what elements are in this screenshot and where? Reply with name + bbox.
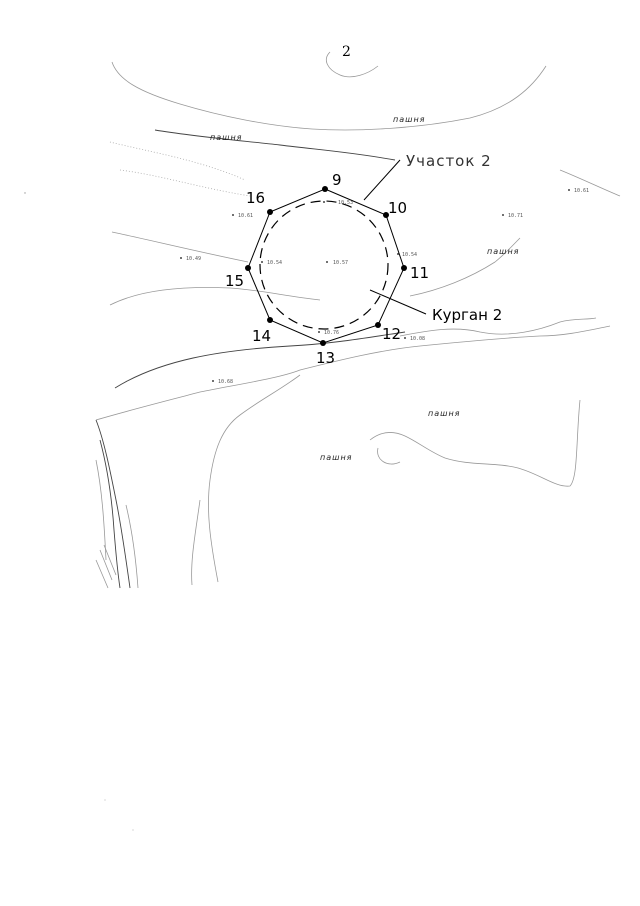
boundary-vertices <box>245 186 407 346</box>
contour-line <box>95 345 421 421</box>
kurgan-leader-line <box>369 289 427 315</box>
contour-line <box>208 374 301 583</box>
vertex-point-9 <box>322 186 328 192</box>
area-label: Участок 2 <box>406 152 492 170</box>
contour-line <box>191 499 201 586</box>
contour-line <box>559 169 621 197</box>
field-label: пашня <box>428 409 461 418</box>
vertex-point-15 <box>245 265 251 271</box>
contour-line <box>399 317 597 337</box>
area-leader-line <box>363 159 401 201</box>
contour-line <box>125 504 139 589</box>
elevation-value: 10.61 <box>574 188 589 194</box>
page-number: 2 <box>342 44 351 60</box>
vertex-label-14: 14 <box>252 327 271 345</box>
elevation-value: 10.68 <box>218 379 233 385</box>
contour-line <box>369 399 581 487</box>
contour-line <box>95 544 117 589</box>
contour-line <box>95 459 107 561</box>
field-label: пашня <box>210 133 243 142</box>
contour-line <box>111 61 547 131</box>
vertex-label-16: 16 <box>246 189 265 207</box>
field-label: пашня <box>320 453 353 462</box>
vertex-point-16 <box>267 209 273 215</box>
elevation-value: 10.71 <box>508 213 523 219</box>
vertex-point-14 <box>267 317 273 323</box>
terrain-contours <box>95 51 621 589</box>
elevation-mark: 10.54 <box>261 260 282 266</box>
elevation-value: 10.54 <box>267 260 282 266</box>
kurgan-boundary <box>259 200 389 330</box>
field-label: пашня <box>393 115 426 124</box>
elevation-mark: 10.76 <box>318 330 339 336</box>
contour-line <box>109 141 246 181</box>
elevation-value: 10.76 <box>324 330 339 336</box>
vertex-point-12 <box>375 322 381 328</box>
elevation-value: 10.61 <box>238 213 253 219</box>
contour-line <box>95 419 131 589</box>
contour-line <box>114 331 406 389</box>
field-label: пашня <box>487 247 520 256</box>
contour-line <box>109 287 321 306</box>
contour-line <box>377 447 401 465</box>
vertex-label-13: 13 <box>316 349 335 367</box>
elevation-value: 10.08 <box>410 336 425 342</box>
elevation-mark: 10.61 <box>232 213 253 219</box>
contour-line <box>119 169 251 197</box>
vertex-labels: 9 10 11 12 13 14 15 16 <box>225 171 429 367</box>
scan-marks <box>24 192 134 831</box>
contour-line <box>326 51 379 78</box>
vertex-label-10: 10 <box>388 199 407 217</box>
contour-line <box>111 231 249 263</box>
contour-line <box>99 439 121 589</box>
elevation-mark: 10.54 <box>397 252 417 258</box>
elevation-mark: 10.61 <box>568 188 589 194</box>
elevation-mark: 10.71 <box>502 213 523 219</box>
vertex-label-9: 9 <box>332 171 342 189</box>
vertex-label-11: 11 <box>410 264 429 282</box>
elevation-value: 10.53 <box>338 200 353 206</box>
vertex-label-12: 12 <box>382 325 401 343</box>
vertex-point-10 <box>383 212 389 218</box>
elevation-mark: 10.57 <box>326 260 348 266</box>
kurgan-label: Курган 2 <box>432 306 502 324</box>
contour-line <box>419 325 611 347</box>
elevation-marks: 10.53 10.61 10.71 10.49 10.54 10.57 10.5… <box>180 188 589 385</box>
elevation-value: 10.54 <box>402 252 417 258</box>
contour-line <box>154 129 396 161</box>
elevation-mark: 10.49 <box>180 256 201 262</box>
vertex-label-15: 15 <box>225 272 244 290</box>
elevation-mark: 10.08 <box>404 336 425 342</box>
elevation-mark: 10.53 <box>323 200 353 206</box>
field-labels: пашня пашня пашня пашня пашня <box>210 115 520 462</box>
elevation-value: 10.57 <box>333 260 348 266</box>
elevation-mark: 10.68 <box>212 379 233 385</box>
contour-line <box>409 237 521 297</box>
vertex-point-13 <box>320 340 326 346</box>
vertex-point-11 <box>401 265 407 271</box>
elevation-value: 10.49 <box>186 256 201 262</box>
